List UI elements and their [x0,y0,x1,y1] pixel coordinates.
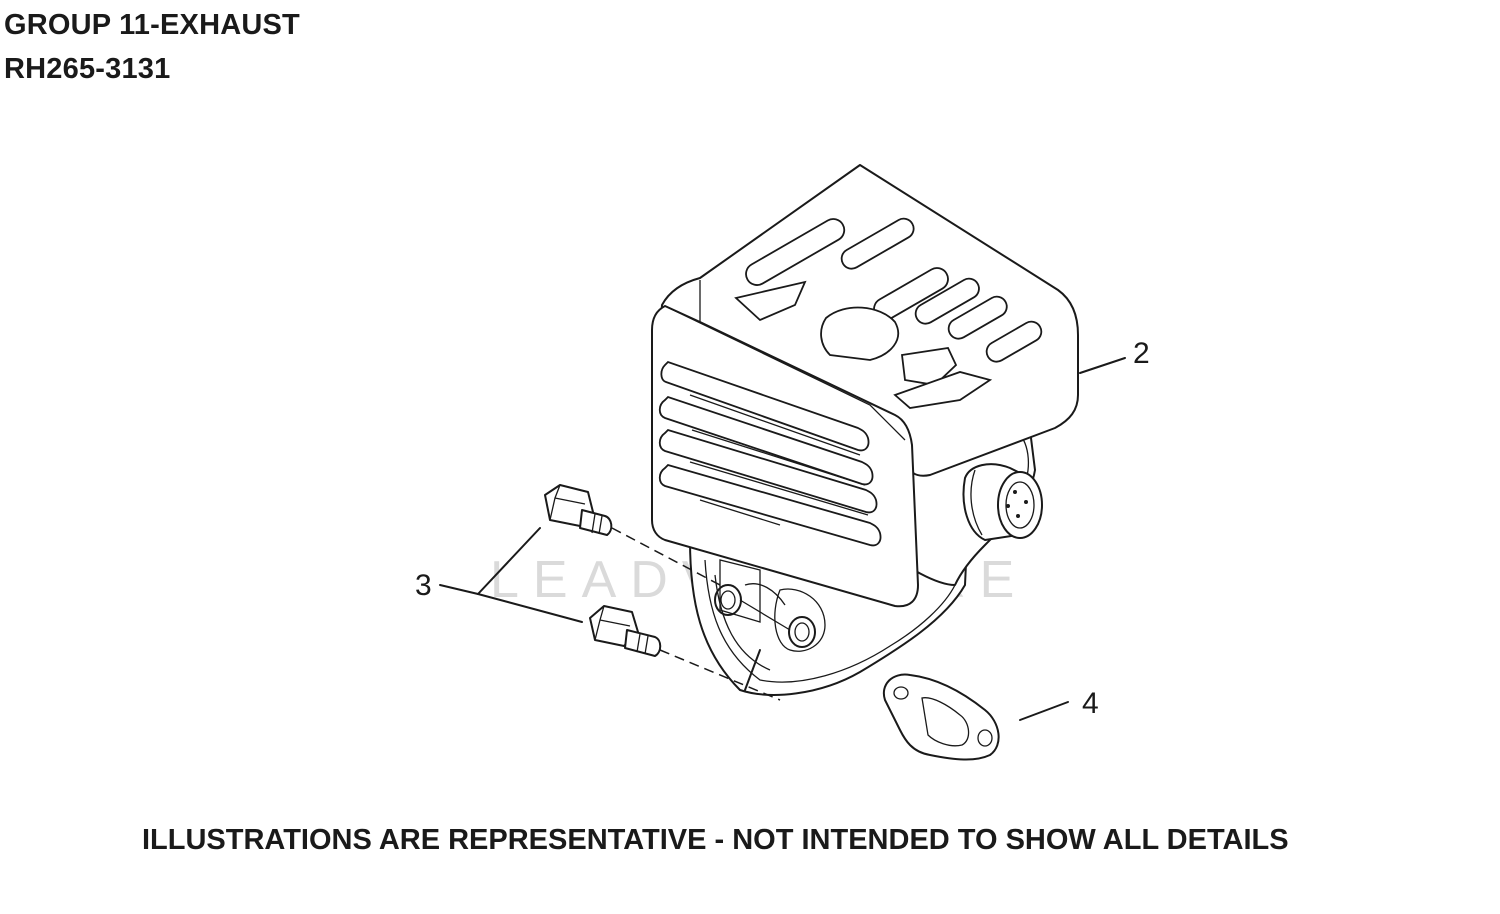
group-title: GROUP 11-EXHAUST [4,9,300,41]
callout-4-label: 4 [1082,687,1099,720]
disclaimer-text: ILLUSTRATIONS ARE REPRESENTATIVE - NOT I… [142,824,1289,856]
muffler-assembly [651,164,1079,696]
callout-4: 4 [1019,687,1099,721]
bolt-upper [544,484,613,536]
heat-shield-front-slots [658,360,882,547]
callout-2-label: 2 [1133,337,1150,370]
heat-shield-top-slots [734,217,1043,409]
part-number: RH265-3131 [4,53,171,85]
exhaust-outlet [962,463,1043,541]
callout-3-label: 3 [415,569,432,602]
bolt-lower [589,605,662,657]
callout-3: 3 [415,527,583,623]
callout-2: 2 [1079,337,1150,374]
exhaust-gasket [882,673,1000,761]
